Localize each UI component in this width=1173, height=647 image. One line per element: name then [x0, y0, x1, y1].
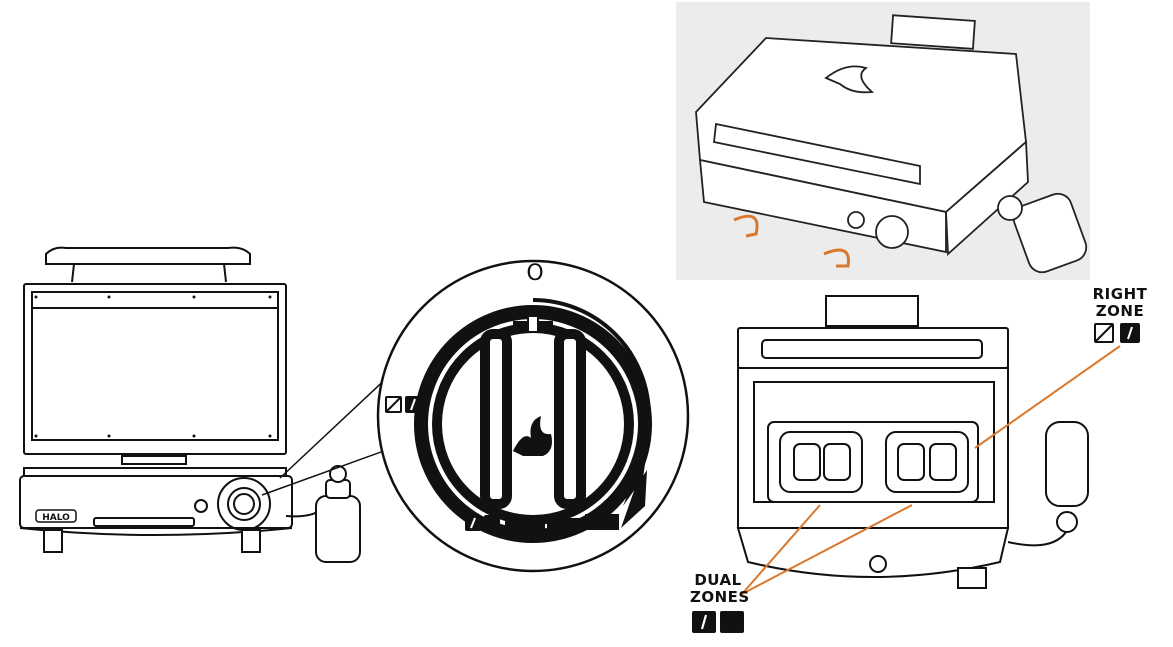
dial-zoom-view	[376, 259, 690, 573]
flame-icon	[1120, 323, 1140, 343]
off-icon	[1094, 323, 1114, 343]
flame-icon	[513, 416, 552, 456]
zoom-source-circle	[217, 477, 271, 531]
off-icon	[385, 396, 402, 413]
dual-zones-label-line-2: ZONES	[690, 588, 750, 606]
flame-logo-icon	[824, 65, 875, 94]
halo-logo-badge	[35, 509, 77, 523]
halo-logo-text: HALO	[42, 513, 70, 523]
flame-icon	[720, 611, 744, 633]
right-zone-label-line-2: ZONE	[1095, 302, 1145, 320]
flame-off-icon	[484, 515, 500, 531]
dual-zones-label: DUAL ZONES	[690, 571, 750, 606]
propane-tank-icon	[1045, 421, 1089, 533]
griddle-front-view: HALO RISE ABOVE	[19, 246, 361, 563]
off-marker: O	[526, 261, 544, 286]
dual-zones-label-line-1: DUAL	[694, 571, 742, 589]
right-zone-label: RIGHT ZONE	[1092, 286, 1148, 320]
flame-icon	[405, 396, 422, 413]
propane-tank-icon	[997, 192, 1088, 274]
right-zone-label-line-1: RIGHT	[1092, 285, 1148, 303]
flame-icon	[692, 611, 716, 633]
rotate-arrow-icon	[733, 214, 759, 238]
griddle-top-view	[736, 295, 1089, 589]
griddle-perspective-drawing	[695, 14, 1088, 274]
flame-icon	[465, 515, 481, 531]
propane-tank-icon	[315, 465, 361, 563]
slogan-text: RISE ABOVE	[109, 520, 179, 527]
rotate-arrow-icon	[823, 248, 850, 268]
